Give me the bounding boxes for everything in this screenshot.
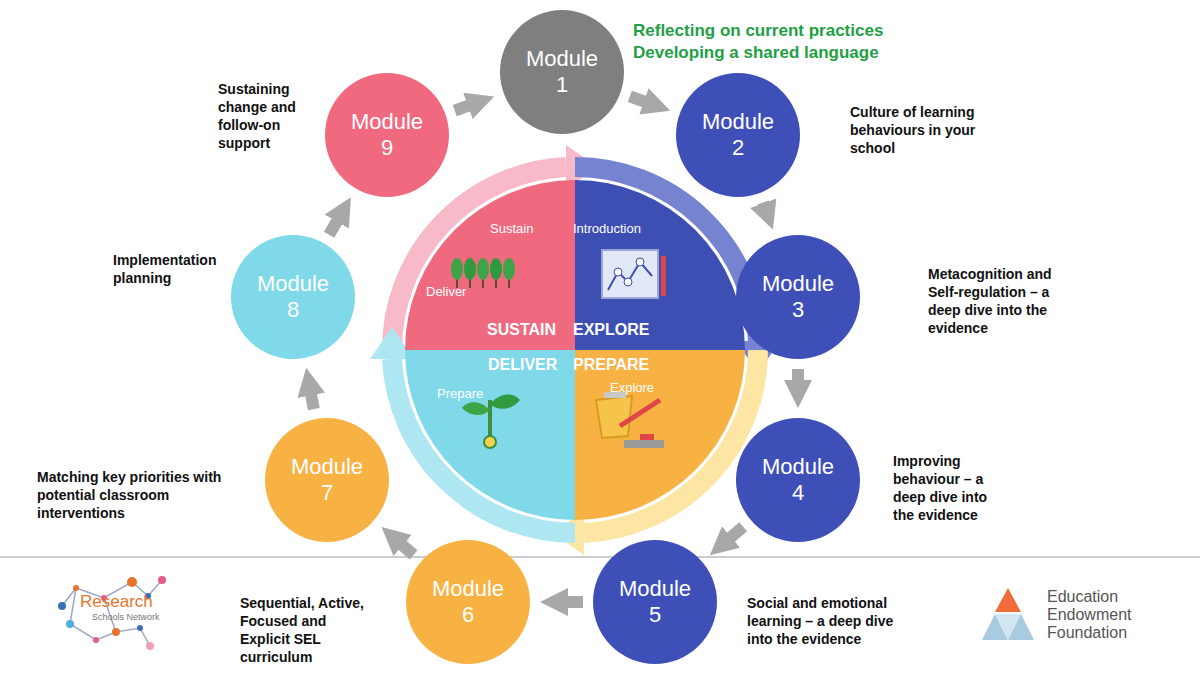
flow-arrow: [792, 369, 804, 388]
module-number: Module 6: [426, 576, 510, 628]
module-number: Module 7: [285, 454, 369, 506]
flow-arrow: [630, 96, 652, 104]
flow-arrow: [310, 388, 314, 410]
phase-quadrant: SustainDeliverSUSTAIN: [405, 180, 575, 350]
phase-name: PREPARE: [573, 356, 649, 374]
module-description: Sustaining change and follow-on support: [218, 80, 314, 152]
phase-step: Explore: [610, 380, 654, 395]
module-number: Module 3: [756, 271, 840, 323]
module-description: Improving behaviour – a deep dive into t…: [893, 452, 1001, 524]
module-circle: Module 3Metacognition and Self-regulatio…: [736, 235, 860, 359]
phase-step: Prepare: [437, 386, 483, 401]
logo-text: Schools Network: [92, 612, 192, 623]
phase-name: EXPLORE: [573, 321, 649, 339]
flow-arrow: [455, 103, 476, 110]
module-description: Culture of learning behaviours in your s…: [850, 103, 992, 157]
phase-step: Sustain: [490, 221, 533, 236]
module-circle: Module 4Improving behaviour – a deep div…: [736, 418, 860, 542]
module-circle: Module 1Reflecting on current practicesD…: [500, 10, 624, 134]
phase-step: Introduction: [573, 221, 641, 236]
module-circle: Module 2Culture of learning behaviours i…: [676, 73, 800, 197]
module-description: Matching key priorities with potential c…: [37, 468, 249, 522]
module-circle: Module 7Matching key priorities with pot…: [265, 418, 389, 542]
phase-name: DELIVER: [488, 356, 557, 374]
module-number: Module 5: [613, 576, 697, 628]
module-number: Module 1: [520, 46, 604, 98]
module-description: Social and emotional learning – a deep d…: [747, 594, 915, 648]
module-description: Sequential, Active, Focused and Explicit…: [240, 594, 380, 666]
flow-arrow: [725, 527, 743, 543]
module-description: Developing a shared language: [633, 42, 933, 64]
module-circle: Module 6Sequential, Active, Focused and …: [406, 540, 530, 664]
phase-quadrant: DELIVER Prepare: [405, 350, 575, 520]
module-description: Metacognition and Self-regulation – a de…: [928, 265, 1070, 337]
module-number: Module 4: [756, 454, 840, 506]
flow-arrow: [329, 215, 341, 235]
module-number: Module 8: [251, 271, 335, 323]
logo-text: Research: [80, 592, 180, 612]
module-circle: Module 5Social and emotional learning – …: [593, 540, 717, 664]
module-number: Module 9: [345, 109, 429, 161]
module-circle: Module 8Implementation planning: [231, 235, 355, 359]
quadrant-fill: [575, 350, 745, 520]
module-description: Implementation planning: [113, 251, 235, 287]
quadrant-fill: [405, 350, 575, 520]
module-number: Module 2: [696, 109, 780, 161]
logo-text: Education Endowment Foundation: [1047, 588, 1147, 642]
phase-step: Deliver: [426, 284, 466, 299]
quadrant-fill: [405, 180, 575, 350]
flow-arrow: [560, 596, 583, 608]
flow-arrow: [763, 203, 766, 211]
phase-quadrant: IntroductionEXPLORE: [575, 180, 745, 350]
eef-logo: [982, 588, 1034, 640]
module-description: Reflecting on current practices: [633, 20, 933, 42]
flow-arrow: [397, 540, 414, 555]
phase-quadrant: PREPARE Explore: [575, 350, 745, 520]
divider-line: [0, 556, 1200, 558]
quadrant-shape: [405, 350, 575, 520]
module-circle: Module 9Sustaining change and follow-on …: [325, 73, 449, 197]
quadrant-shape: [575, 350, 745, 520]
phase-name: SUSTAIN: [487, 321, 556, 339]
